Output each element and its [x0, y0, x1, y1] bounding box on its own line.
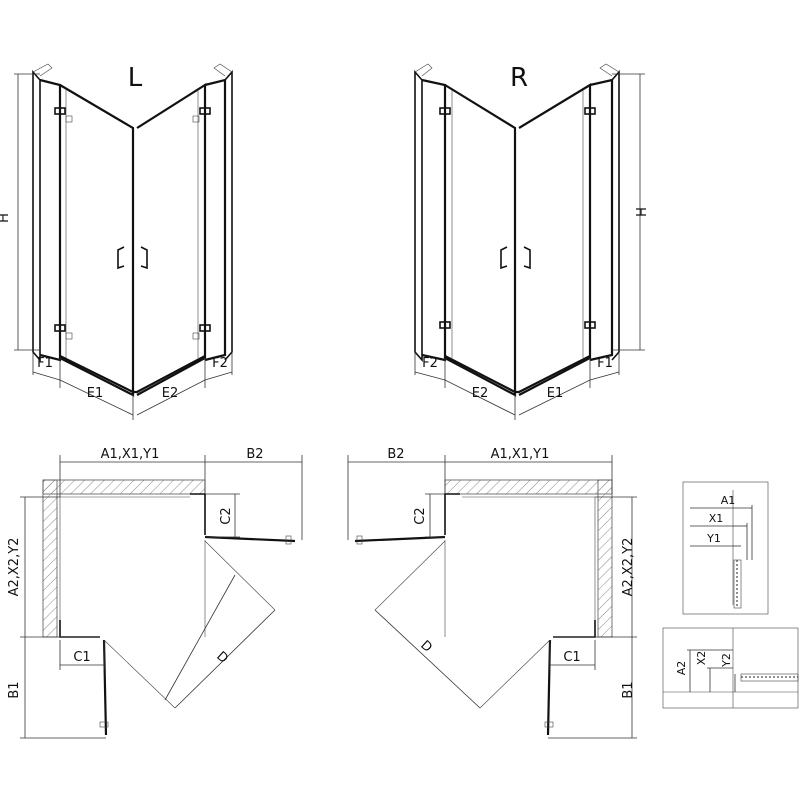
plan-left: D A1,X1,Y1 B2 C2 A2,X2,Y2 C1 B1 — [7, 447, 303, 739]
height-label: H — [0, 213, 12, 223]
view-title-r: R — [510, 63, 528, 93]
x1-label: X1 — [709, 512, 724, 525]
d-label: D — [417, 638, 434, 656]
y1-label: Y1 — [706, 532, 721, 545]
hinge-icon — [584, 107, 596, 115]
c1-label: C1 — [73, 650, 90, 665]
hinge-icon — [54, 324, 66, 332]
hinge-icon — [439, 321, 451, 329]
door-e2 — [136, 83, 207, 396]
handle-icon — [117, 246, 125, 270]
hinge-icon — [439, 107, 451, 115]
door-b2 — [204, 535, 296, 543]
elevation-left: H F1 E1 E2 F2 L — [0, 63, 233, 420]
hinge-icon — [199, 324, 211, 332]
door-e2 — [444, 84, 517, 397]
left-wall-profile — [32, 69, 41, 363]
a1-label: A1 — [721, 494, 736, 507]
a2-label: A2 — [675, 661, 688, 676]
handle-icon — [500, 246, 508, 270]
b1-label: B1 — [7, 681, 22, 698]
d-label: D — [213, 649, 230, 667]
c2-label: C2 — [413, 507, 428, 524]
a-top-label: A1,X1,Y1 — [101, 447, 160, 462]
right-wall-profile — [224, 69, 233, 361]
top-cap-left — [32, 63, 53, 77]
a-top-label: A1,X1,Y1 — [491, 447, 550, 462]
c2-label: C2 — [219, 507, 234, 524]
hinge-icon — [584, 321, 596, 329]
side-wall — [597, 479, 613, 638]
detail-top: A1 X1 Y1 — [682, 481, 769, 615]
side-wall — [42, 479, 58, 638]
door-b2 — [354, 535, 446, 543]
y2-label: Y2 — [720, 653, 733, 668]
a-side-label: A2,X2,Y2 — [621, 538, 636, 597]
f1-label: F1 — [37, 356, 53, 371]
fixed-panel-f2 — [421, 78, 447, 362]
f1-label: F1 — [597, 356, 613, 371]
door-e1 — [518, 83, 592, 396]
back-wall — [444, 479, 613, 495]
x2-label: X2 — [695, 651, 708, 666]
detail-frame — [682, 481, 769, 615]
bottom-seal — [59, 355, 206, 394]
e2-label: E2 — [162, 386, 179, 401]
fixed-panel-f1 — [39, 78, 62, 362]
hinge-icon — [199, 107, 211, 115]
f2-label: F2 — [422, 356, 438, 371]
handle-icon — [523, 246, 531, 270]
detail-bottom: A2 X2 Y2 — [662, 627, 799, 709]
b2-label: B2 — [387, 447, 404, 462]
f2-label: F2 — [212, 356, 228, 371]
c1-label: C1 — [563, 650, 580, 665]
fixed-panel-f1 — [589, 78, 614, 362]
hinge-icon — [54, 107, 66, 115]
e1-label: E1 — [547, 386, 564, 401]
elevation-right: H F2 E2 E1 F1 R — [414, 63, 647, 420]
b1-label: B1 — [621, 681, 636, 698]
e1-label: E1 — [87, 386, 104, 401]
top-cap-right — [213, 63, 233, 77]
fixed-panel-f2 — [204, 78, 227, 362]
e2-label: E2 — [472, 386, 489, 401]
plan-right: D A1,X1,Y1 B2 C2 A2,X2,Y2 C1 B1 — [347, 447, 637, 739]
door-e1 — [59, 84, 135, 397]
detail-frame — [662, 627, 799, 709]
view-title-l: L — [128, 63, 143, 93]
b2-label: B2 — [246, 447, 263, 462]
back-wall — [42, 479, 206, 495]
height-label: H — [632, 207, 647, 217]
handle-icon — [140, 246, 148, 270]
a-side-label: A2,X2,Y2 — [7, 538, 22, 597]
